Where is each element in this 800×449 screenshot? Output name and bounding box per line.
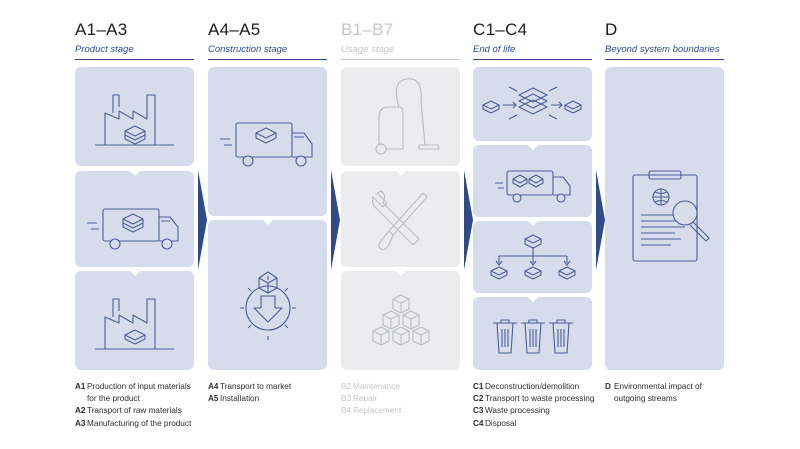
divider bbox=[208, 59, 327, 60]
column-code: A1–A3 bbox=[75, 20, 128, 39]
column-code: B1–B7 bbox=[341, 20, 394, 39]
factory-icon bbox=[95, 94, 174, 146]
chevron-right-icon bbox=[596, 170, 605, 270]
vacuum-cleaner-icon bbox=[375, 78, 440, 155]
column-stage: Construction stage bbox=[208, 44, 288, 55]
stage-box-b1 bbox=[341, 67, 460, 166]
stage-box-c2 bbox=[473, 145, 592, 217]
truck-icon bbox=[87, 208, 179, 250]
stage-box-b2 bbox=[341, 171, 460, 267]
stage-box-a5 bbox=[208, 220, 327, 370]
column-code: A4–A5 bbox=[208, 20, 261, 39]
stage-box-b3 bbox=[341, 271, 460, 370]
chevron-right-icon bbox=[464, 170, 473, 270]
column-stage: Product stage bbox=[75, 44, 134, 55]
chevron-right-icon bbox=[331, 170, 340, 270]
column-stage: Usage stage bbox=[341, 44, 395, 55]
stage-box-a4 bbox=[208, 67, 327, 216]
divider bbox=[75, 59, 194, 60]
column-stage: End of life bbox=[473, 44, 516, 55]
stage-box-a1 bbox=[75, 67, 194, 166]
document-magnifier-icon bbox=[632, 170, 710, 262]
column-code: D bbox=[605, 20, 618, 39]
boxes-icon bbox=[372, 294, 430, 346]
sorting-icon bbox=[490, 234, 576, 280]
column-stage: Beyond system boundaries bbox=[605, 44, 720, 55]
truck-icon bbox=[220, 122, 313, 167]
stage-box-c3 bbox=[473, 221, 592, 293]
gear-install-icon bbox=[240, 271, 296, 340]
legend-item-continuation: outgoing streams bbox=[614, 394, 677, 404]
waste-bins-icon bbox=[493, 319, 573, 354]
stage-box-a3 bbox=[75, 271, 194, 370]
column-code: C1–C4 bbox=[473, 20, 528, 39]
chevron-right-icon bbox=[198, 170, 207, 270]
stage-box-c4 bbox=[473, 297, 592, 370]
deconstruction-icon bbox=[482, 86, 582, 120]
stage-box-d bbox=[605, 67, 724, 370]
stage-box-a2 bbox=[75, 171, 194, 267]
truck-icon bbox=[495, 170, 571, 203]
legend-item-continuation: for the product bbox=[87, 394, 140, 404]
stage-box-c1 bbox=[473, 67, 592, 141]
divider bbox=[341, 59, 460, 60]
divider bbox=[605, 59, 724, 60]
factory-icon bbox=[95, 298, 174, 350]
divider bbox=[473, 59, 592, 60]
tools-icon bbox=[371, 190, 428, 251]
